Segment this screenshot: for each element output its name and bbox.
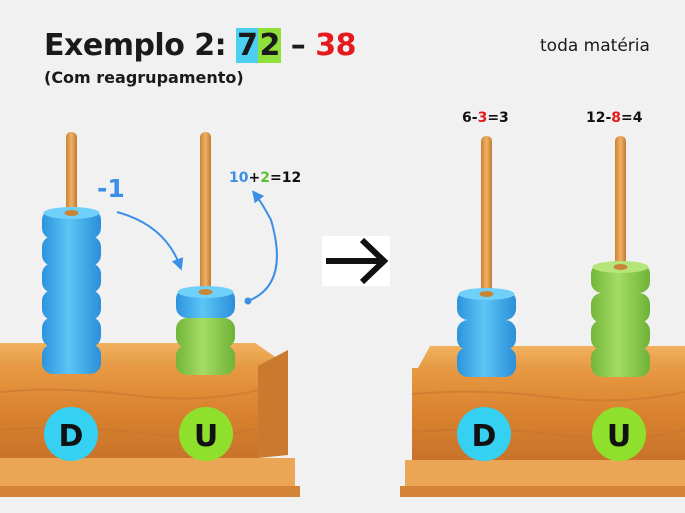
units-equation: 12-8=4 xyxy=(586,110,643,126)
tens-beads-left xyxy=(42,207,101,374)
bead-tens xyxy=(42,317,101,347)
bead-tens xyxy=(42,344,101,374)
units-badge-left: U xyxy=(179,407,233,461)
bead-units xyxy=(591,320,650,350)
tens-badge-right: D xyxy=(457,407,511,461)
tens-badge-left: D xyxy=(44,407,98,461)
units-beads-right xyxy=(591,261,650,377)
transition-arrow-icon xyxy=(322,236,390,286)
subtrahend: 38 xyxy=(315,28,356,63)
units-badge-label: U xyxy=(607,419,631,454)
bead-units xyxy=(591,347,650,377)
tens-equation: 6-3=3 xyxy=(462,110,509,126)
regroup-equation: 10+2=12 xyxy=(229,170,301,186)
bead-tens xyxy=(42,263,101,293)
page-title: Exemplo 2: 72 – 38 xyxy=(44,28,356,63)
page-subtitle: (Com reagrupamento) xyxy=(44,68,244,87)
tens-digit: 7 xyxy=(236,28,259,63)
bead-units xyxy=(591,293,650,323)
bead-tens xyxy=(42,290,101,320)
borrow-label: -1 xyxy=(97,174,125,203)
tens-badge-label: D xyxy=(472,419,497,454)
units-badge-right: U xyxy=(592,407,646,461)
brand-logo: toda matéria xyxy=(540,36,650,56)
regroup-arrow xyxy=(247,190,278,302)
borrow-arrow xyxy=(116,211,184,271)
bead-units xyxy=(176,318,235,348)
bead-tens xyxy=(42,236,101,266)
tens-beads-right xyxy=(457,288,516,377)
bead-units xyxy=(176,345,235,375)
bead-tens xyxy=(457,320,516,350)
units-digit: 2 xyxy=(258,28,281,63)
units-badge-label: U xyxy=(194,419,218,454)
tens-badge-label: D xyxy=(59,419,84,454)
units-beads-left xyxy=(176,286,235,375)
bead-tens xyxy=(457,347,516,377)
